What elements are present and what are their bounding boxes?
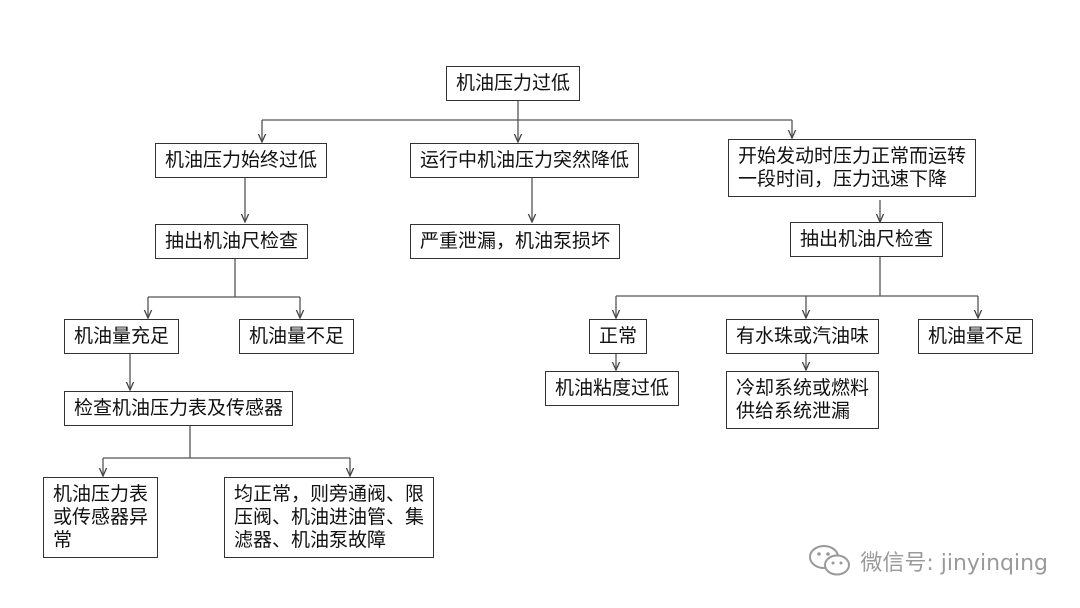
node-normal: 正常 — [589, 319, 648, 354]
node-oil-insufficient-left: 机油量不足 — [239, 319, 355, 354]
node-oil-insufficient-right: 机油量不足 — [918, 319, 1034, 354]
root-node: 机油压力过低 — [446, 66, 581, 101]
node-check-dipstick-right: 抽出机油尺检查 — [790, 222, 944, 257]
watermark: 微信号: jinyinqing — [808, 544, 1048, 578]
node-oil-sufficient: 机油量充足 — [64, 319, 180, 354]
node-sudden-drop: 运行中机油压力突然降低 — [410, 143, 640, 178]
node-always-low: 机油压力始终过低 — [155, 143, 328, 178]
node-low-viscosity: 机油粘度过低 — [545, 371, 680, 406]
node-water-or-gasoline: 有水珠或汽油味 — [726, 319, 880, 354]
node-check-dipstick-left: 抽出机油尺检查 — [155, 224, 309, 259]
node-severe-leak: 严重泄漏，机油泵损坏 — [410, 224, 621, 259]
node-normal-then-drop: 开始发动时压力正常而运转 一段时间，压力迅速下降 — [728, 139, 977, 197]
wechat-icon — [809, 545, 851, 576]
node-cooling-fuel-leak: 冷却系统或燃料 供给系统泄漏 — [726, 371, 880, 429]
node-check-gauge-sensor: 检查机油压力表及传感器 — [64, 391, 294, 426]
watermark-text: 微信号: jinyinqing — [860, 551, 1048, 576]
node-valves-pump-fault: 均正常，则旁通阀、限 压阀、机油进油管、集 滤器、机油泵故障 — [224, 477, 435, 558]
node-gauge-sensor-abnormal: 机油压力表 或传感器异 常 — [43, 477, 159, 558]
